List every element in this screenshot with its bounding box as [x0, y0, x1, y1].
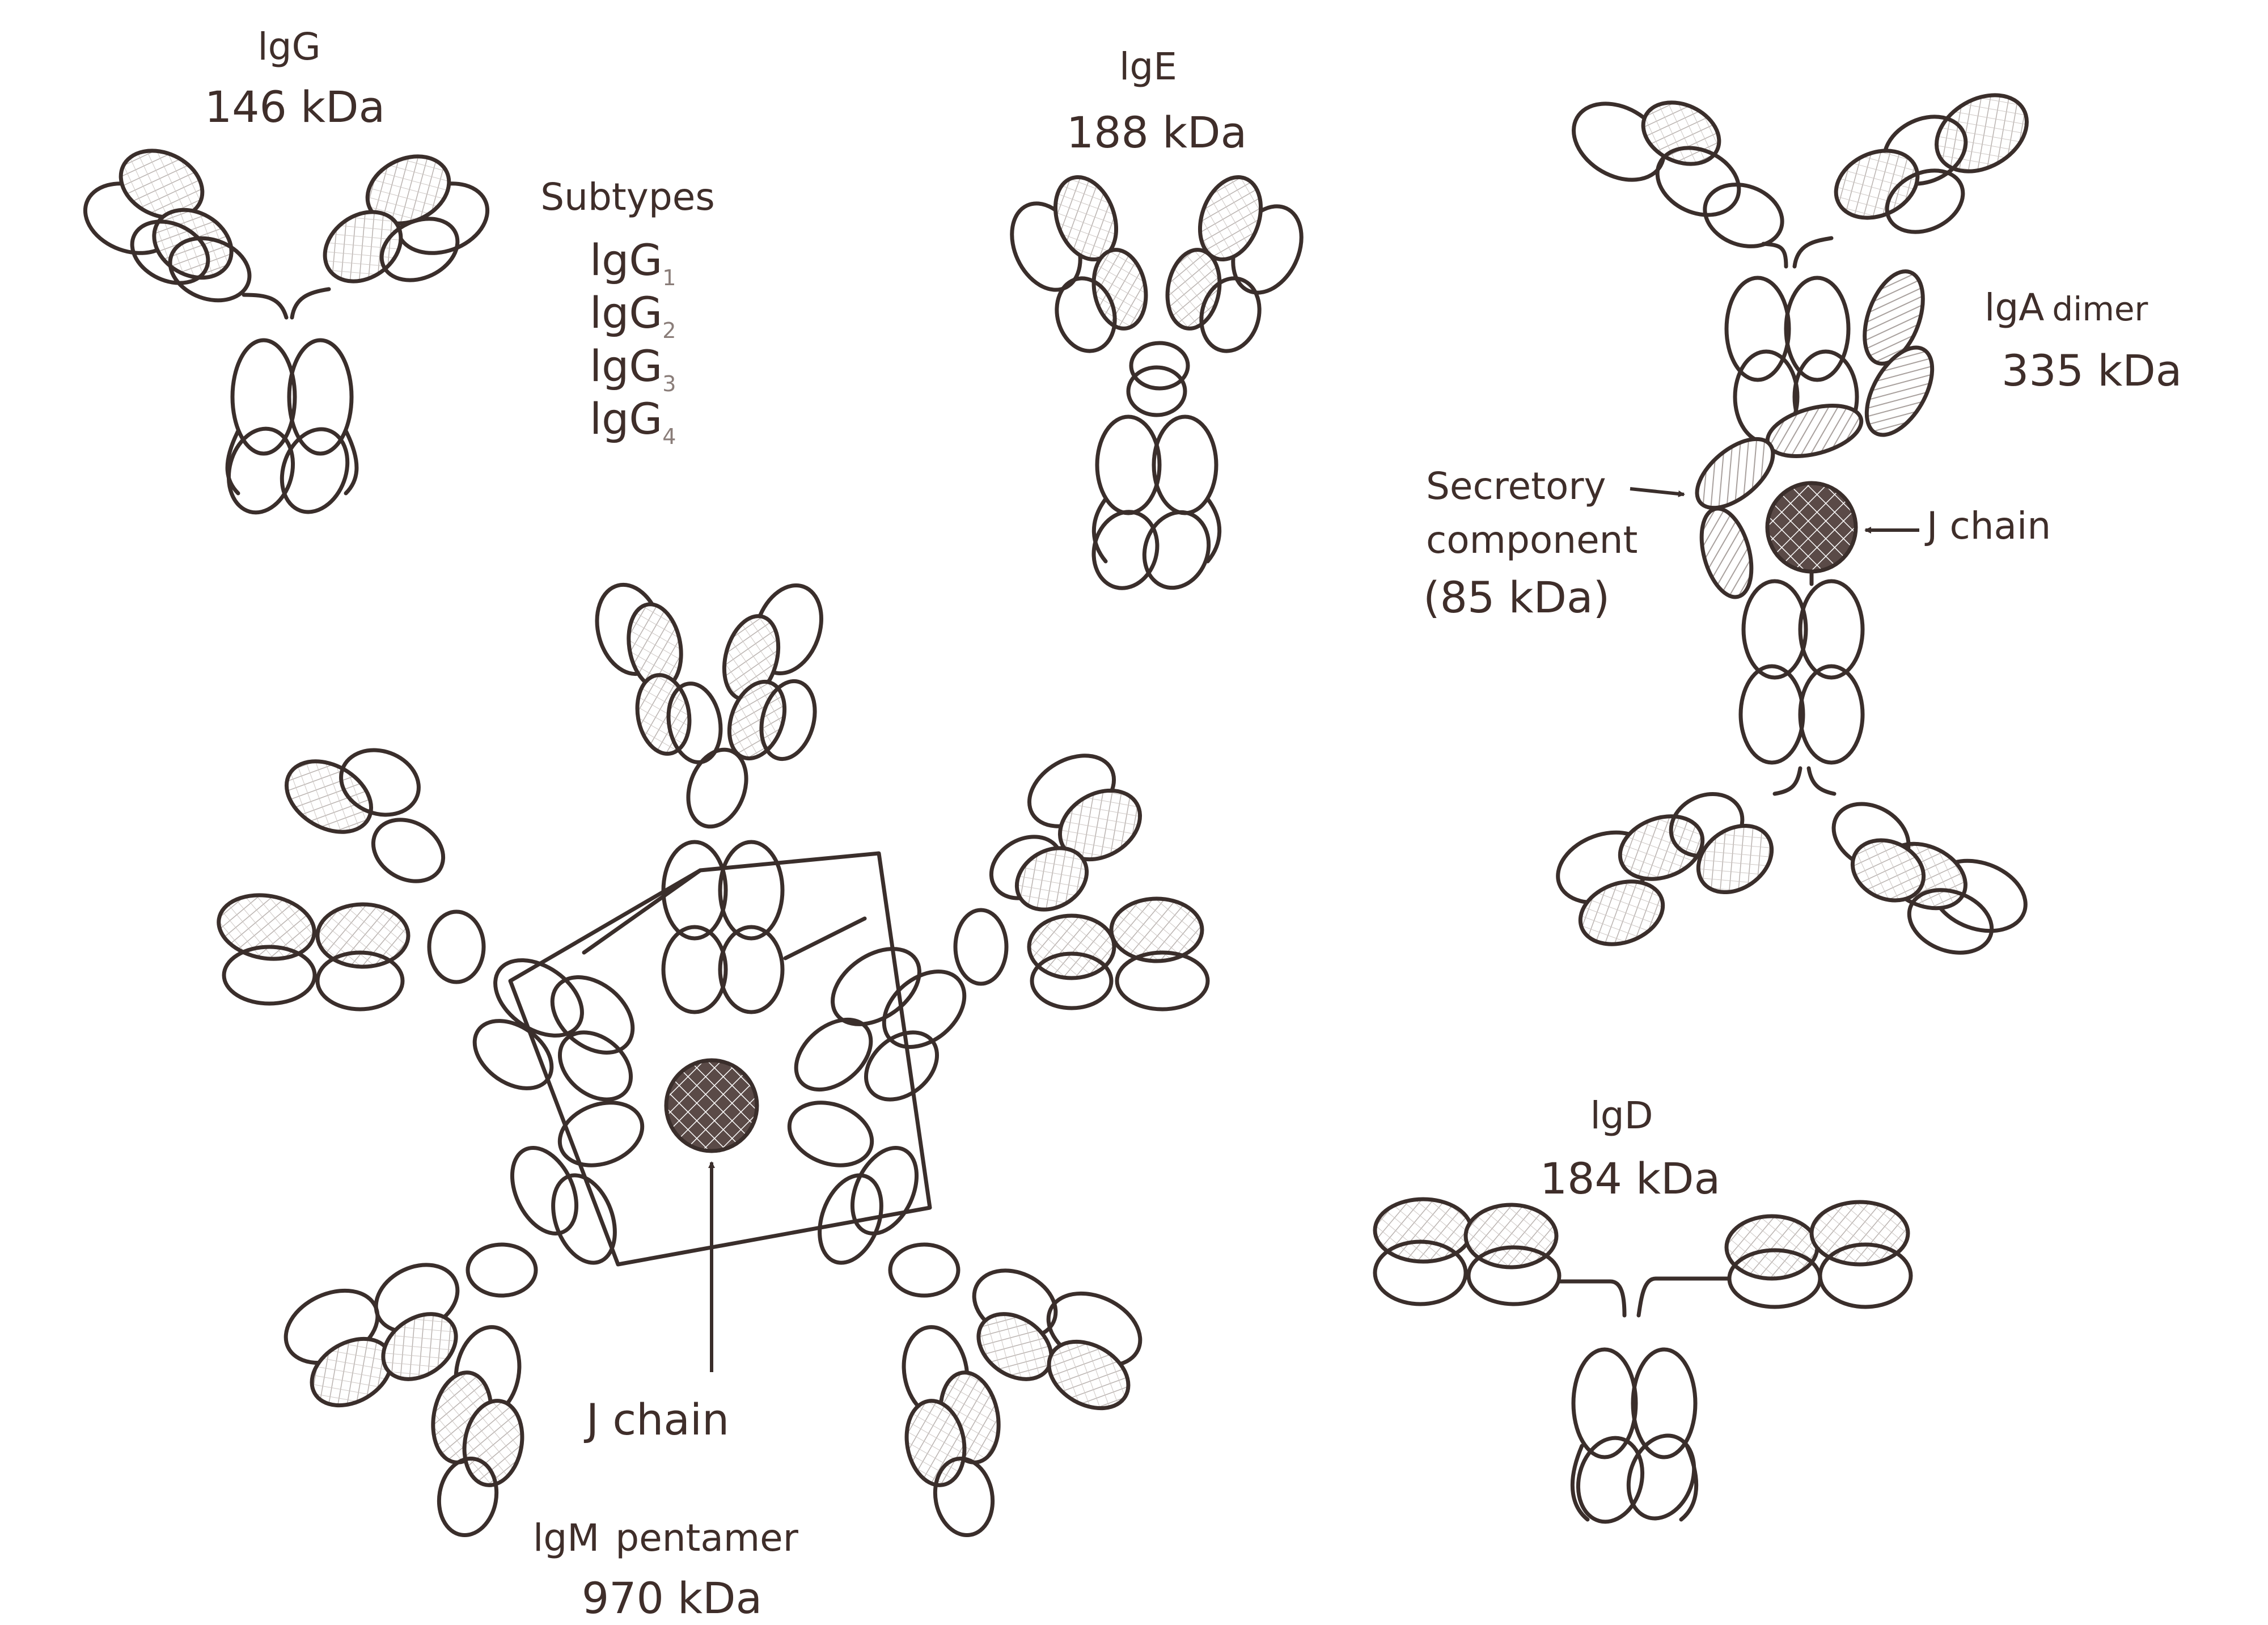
- igg-right-arm: [323, 154, 490, 283]
- iga-j-chain-label: J chain: [1924, 504, 2051, 548]
- igg-fc: [225, 338, 359, 515]
- svg-text:lgG2: lgG2: [590, 287, 676, 343]
- igg-monomer: [83, 149, 490, 515]
- secretory-label-line2: component: [1426, 518, 1637, 562]
- subtype-item: lgG4: [590, 393, 676, 449]
- ige-monomer: [1010, 175, 1304, 590]
- igm-pentamer: [217, 582, 1210, 1538]
- secretory-arrow: [1630, 487, 1685, 497]
- igg-name: lgG: [257, 25, 320, 69]
- subtype-item: lgG3: [590, 341, 676, 396]
- igd-mass: 184 kDa: [1540, 1153, 1720, 1204]
- ige-mass: 188 kDa: [1067, 107, 1247, 158]
- iga-dimer: [1556, 93, 2029, 955]
- secretory-mass: (85 kDa): [1423, 572, 1610, 623]
- igd-monomer: [1373, 1197, 1913, 1524]
- subtype-item: lgG2: [590, 287, 676, 343]
- igg-left-arm: [83, 149, 252, 303]
- ige-name: lgE: [1119, 45, 1177, 88]
- svg-text:lgG4: lgG4: [590, 393, 676, 449]
- igm-mass: 970 kDa: [582, 1573, 762, 1623]
- igm-j-chain: [664, 1058, 759, 1153]
- svg-text:lgG1: lgG1: [590, 235, 676, 290]
- subtypes-heading: Subtypes: [540, 175, 714, 219]
- svg-text:lgG3: lgG3: [590, 341, 676, 396]
- subtype-item: lgG1: [590, 235, 676, 290]
- igg-mass: 146 kDa: [205, 82, 385, 132]
- igm-j-chain-label: J chain: [584, 1394, 729, 1445]
- igd-name: lgD: [1590, 1094, 1653, 1137]
- iga-j-chain: [1765, 481, 1858, 574]
- iga-mass: 335 kDa: [2002, 345, 2182, 396]
- secretory-label-line1: Secretory: [1426, 464, 1606, 508]
